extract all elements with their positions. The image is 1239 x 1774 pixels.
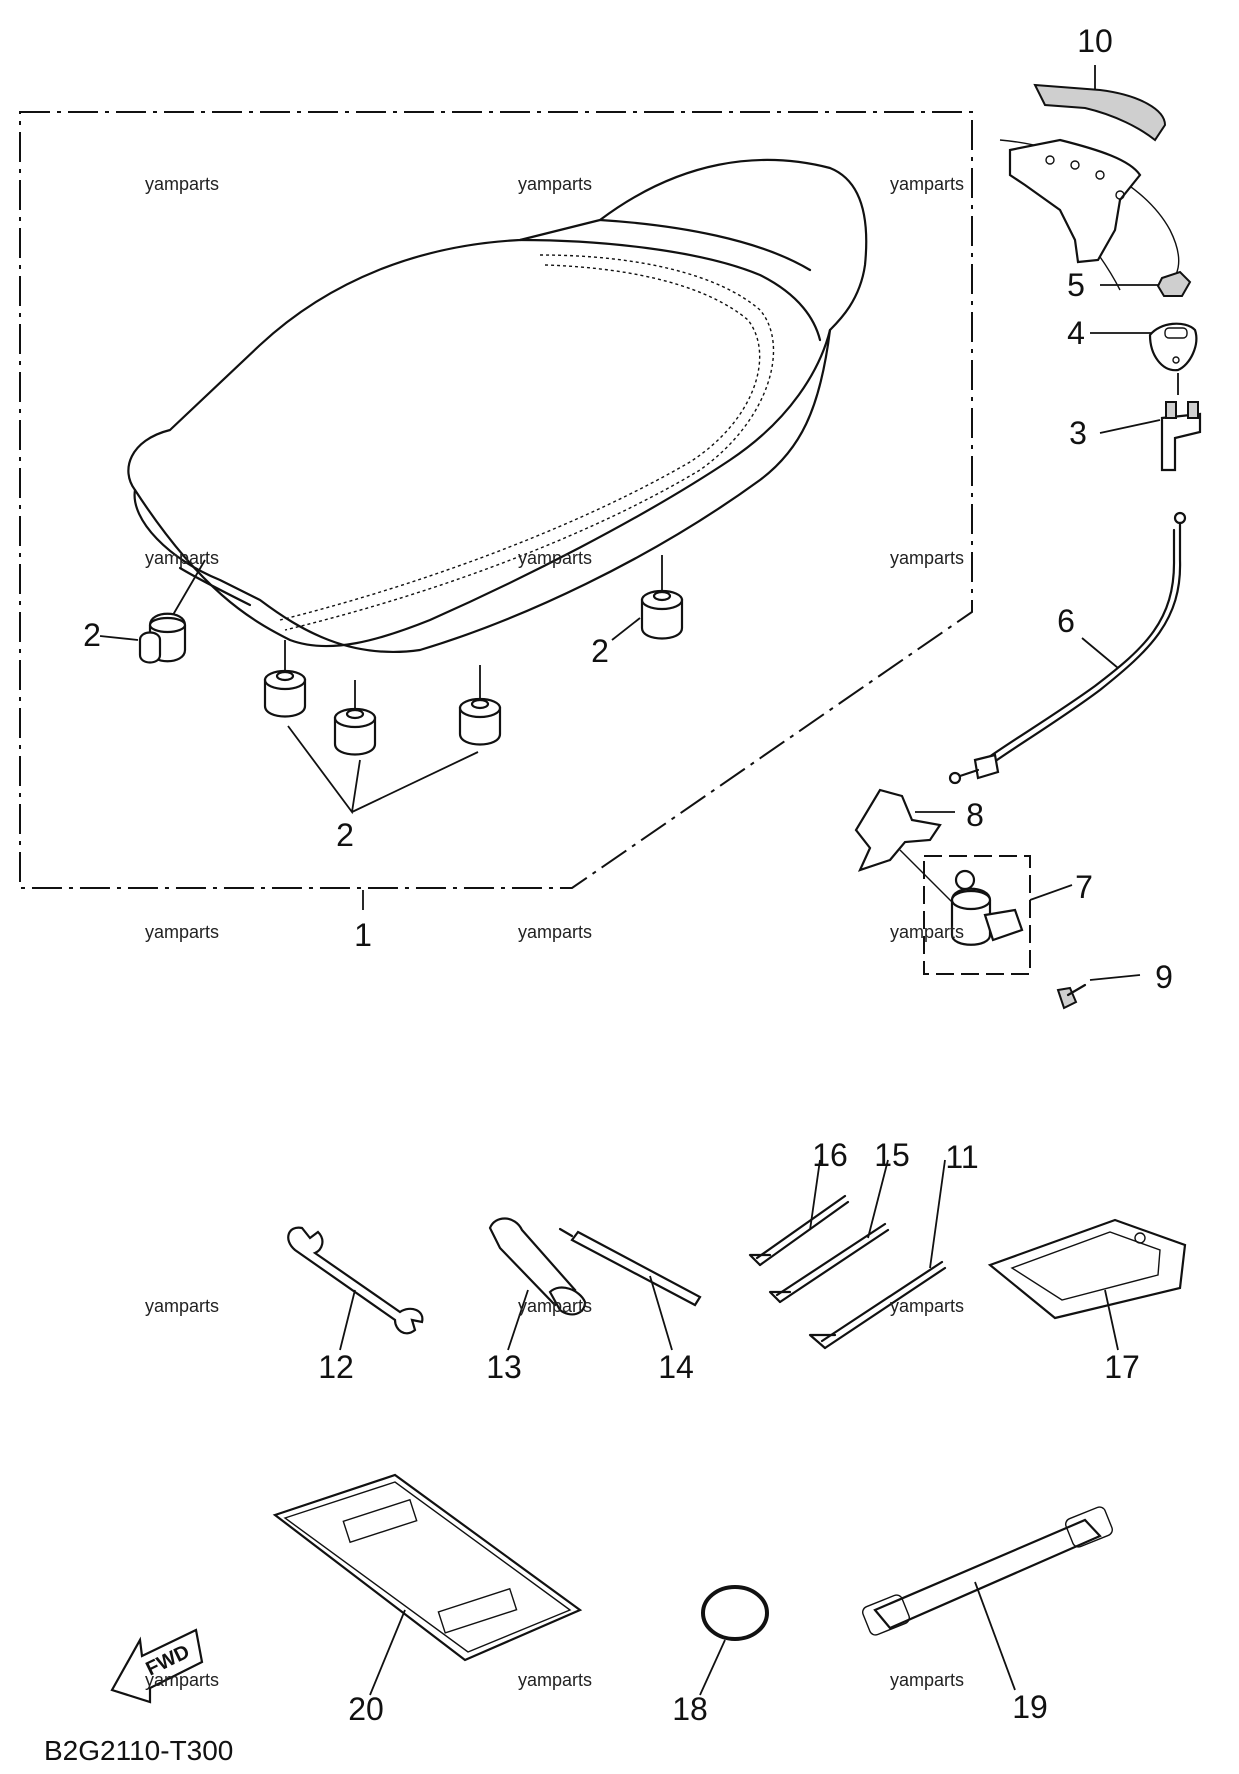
damper-rear-left: [138, 559, 206, 664]
watermark: yamparts: [518, 1296, 592, 1316]
part-number-13: 13: [486, 1349, 522, 1385]
manual-and-accessories: FWD: [110, 1473, 1113, 1704]
damper-front-3: [458, 665, 502, 746]
lock-subassembly-frame: [923, 855, 1031, 975]
part-number-3: 3: [1069, 415, 1087, 451]
part-number-2-left: 2: [83, 617, 101, 653]
watermark: yamparts: [890, 1670, 964, 1690]
watermark: yamparts: [518, 174, 592, 194]
part-number-5: 5: [1067, 267, 1085, 303]
part-number-labels: 1 2 2 2 3 4 5 6 7 8 9 10 11 12 13 14 15 …: [83, 23, 1173, 1727]
part-number-8: 8: [966, 797, 984, 833]
part-number-15: 15: [874, 1137, 910, 1173]
part-number-11: 11: [945, 1139, 978, 1175]
seat-assembly-frame: [19, 111, 973, 889]
part-number-7: 7: [1075, 869, 1093, 905]
damper-front-1: [263, 640, 307, 718]
part-number-19: 19: [1012, 1689, 1048, 1725]
damper-rubber-group: [99, 555, 684, 910]
part-number-4: 4: [1067, 315, 1085, 351]
part-number-17: 17: [1104, 1349, 1140, 1385]
part-number-1: 1: [354, 917, 372, 953]
watermark: yamparts: [145, 922, 219, 942]
part-number-10: 10: [1077, 23, 1113, 59]
seat-drawing: [127, 158, 868, 654]
watermark: yamparts: [890, 922, 964, 942]
damper-front-2: [333, 680, 377, 756]
part-number-18: 18: [672, 1691, 708, 1727]
watermark: yamparts: [890, 548, 964, 568]
part-number-6: 6: [1057, 603, 1075, 639]
damper-right: [640, 555, 684, 640]
part-number-9: 9: [1155, 959, 1173, 995]
watermark: yamparts: [145, 548, 219, 568]
watermark: yamparts: [890, 1296, 964, 1316]
watermark: yamparts: [145, 1670, 219, 1690]
watermark: yamparts: [890, 174, 964, 194]
forward-arrow-icon: FWD: [110, 1628, 204, 1704]
watermark: yamparts: [518, 1670, 592, 1690]
watermark-grid: yamparts yamparts yamparts yamparts yamp…: [145, 174, 964, 1690]
watermark: yamparts: [145, 1296, 219, 1316]
tool-kit-parts: [287, 1159, 1187, 1351]
diagram-code: B2G2110-T300: [44, 1735, 233, 1766]
watermark: yamparts: [518, 922, 592, 942]
watermark: yamparts: [145, 174, 219, 194]
seat-lock-parts: [854, 65, 1202, 1010]
watermark: yamparts: [518, 548, 592, 568]
part-number-14: 14: [658, 1349, 694, 1385]
part-number-16: 16: [812, 1137, 848, 1173]
part-number-12: 12: [318, 1349, 354, 1385]
part-number-2-bottom: 2: [336, 817, 354, 853]
part-number-20: 20: [348, 1691, 384, 1727]
part-number-2-right: 2: [591, 633, 609, 669]
